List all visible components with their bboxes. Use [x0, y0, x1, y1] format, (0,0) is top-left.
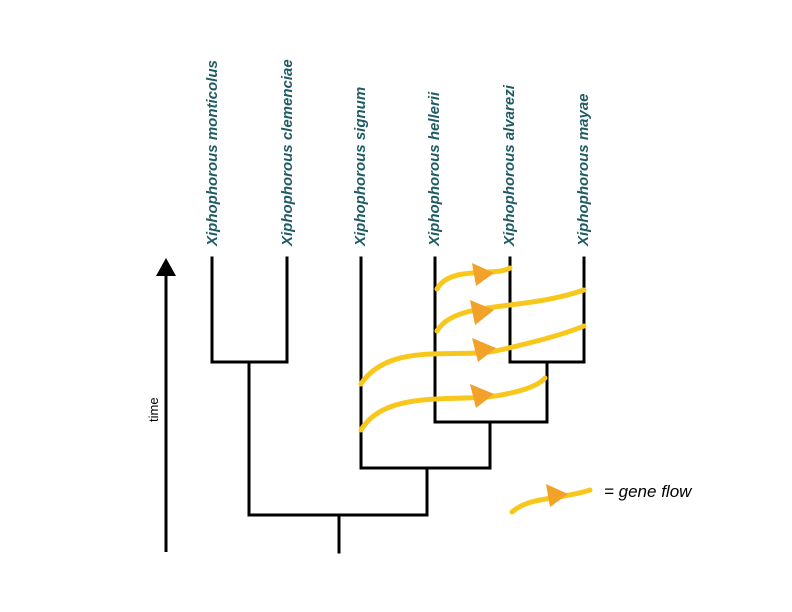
gene-flow-arrowhead — [472, 263, 494, 286]
clade-monticolus-clemenciae — [210, 256, 289, 364]
taxon-label-monticolus: Xiphophorous monticolus — [204, 60, 221, 247]
gene-flow-alvarezi-hellerii — [434, 263, 513, 292]
gene-flow-alvarezi-signum — [358, 375, 548, 433]
tree-branches — [210, 256, 586, 554]
taxon-label-signum: Xiphophorous signum — [352, 87, 369, 247]
legend-label: = gene flow — [604, 482, 693, 501]
taxon-label-clemenciae: Xiphophorous clemenciae — [279, 59, 296, 247]
taxon-label-mayae: Xiphophorous mayae — [575, 93, 592, 247]
taxon-label-hellerii: Xiphophorous hellerii — [426, 91, 443, 247]
gene-flow-mayae-signum — [358, 323, 587, 387]
time-axis-label: time — [146, 397, 161, 422]
time-axis-arrowhead — [156, 258, 176, 276]
gene-flow-arrows — [358, 263, 587, 433]
legend-gene-flow-arrowhead — [546, 484, 568, 507]
taxon-labels: Xiphophorous monticolus Xiphophorous cle… — [204, 59, 592, 247]
gene-flow-line — [434, 287, 587, 334]
gene-flow-line — [434, 265, 513, 292]
clade-signum — [359, 256, 492, 470]
gene-flow-mayae-hellerii — [434, 287, 587, 334]
taxon-label-alvarezi: Xiphophorous alvarezi — [501, 84, 518, 247]
gene-flow-arrowhead — [472, 338, 496, 362]
gene-flow-line — [358, 323, 587, 387]
legend: = gene flow — [509, 482, 693, 515]
gene-flow-arrowhead — [470, 384, 494, 408]
time-axis: time — [146, 258, 176, 552]
legend-gene-flow-line — [509, 487, 593, 515]
gene-flow-arrowhead — [470, 300, 494, 325]
